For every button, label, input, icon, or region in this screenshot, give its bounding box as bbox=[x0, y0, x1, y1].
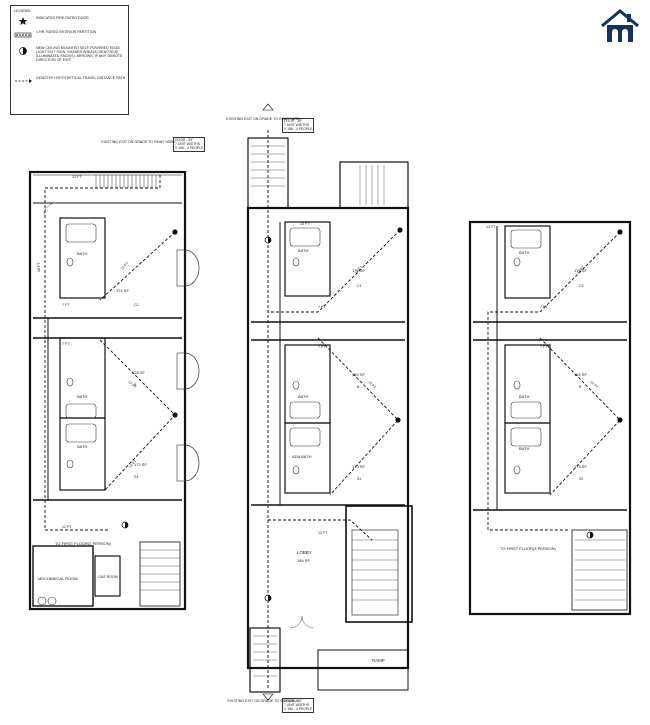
unit-tag: B bbox=[579, 385, 582, 389]
middle-floor-plan: 13 FT 7 FT 12 FT 7 FT 12 FT 12 FT BATH B… bbox=[246, 103, 413, 701]
dim-label: 7 FT bbox=[540, 305, 548, 309]
exit-label-middle-bottom: EXISTING EXIT ON GRADE TO SIDEWALK bbox=[227, 699, 299, 703]
legend-text: INDICATES FIRE RATED DOOR bbox=[36, 16, 89, 20]
dim-label: 12 FT bbox=[318, 531, 328, 535]
room-label: BATH bbox=[77, 251, 87, 256]
area-label: 172 SF bbox=[352, 268, 365, 273]
room-label: BATH bbox=[298, 248, 308, 253]
legend-text: NEW CEILING MOUNTED SELF-POWERED EDGE LI… bbox=[36, 46, 123, 62]
area-label: 169 SF bbox=[352, 372, 365, 377]
dim-label: 7 FT bbox=[318, 345, 326, 349]
legend-text: DENOTES HYPOTHETICAL TRAVEL DISTANCE PAT… bbox=[36, 76, 126, 80]
gas-room-label: GAS ROOM bbox=[98, 575, 118, 579]
legend-item-exit-sign: NEW CEILING MOUNTED SELF-POWERED EDGE LI… bbox=[14, 46, 126, 70]
dim-label: 12 FT bbox=[354, 265, 364, 275]
dim-label: 12 FT bbox=[62, 525, 72, 529]
dim-label: 13 FT bbox=[486, 225, 496, 229]
dim-label: 7 FT bbox=[318, 305, 326, 309]
star-icon bbox=[18, 17, 28, 25]
unit-tag: S1 bbox=[357, 477, 361, 481]
to-first-floor-label: TO FIRST FLOOR(2 PERSON) bbox=[55, 541, 112, 546]
legend-item-fire-door: INDICATES FIRE RATED DOOR bbox=[14, 16, 126, 28]
legend-item-partition: 1 HR. RATED INTERIOR PARTITION bbox=[14, 30, 126, 42]
rated-partition-icon bbox=[14, 32, 32, 38]
legend: LEGEND INDICATES FIRE RATED DOOR 1 HR. R… bbox=[10, 5, 129, 115]
area-label: 172 SF bbox=[574, 268, 587, 273]
dim-label: 12 FT bbox=[367, 380, 377, 390]
legend-title: LEGEND bbox=[14, 8, 31, 13]
area-label: 173 SF bbox=[574, 464, 587, 469]
area-label: 171 SF bbox=[116, 288, 129, 293]
room-label: BATH bbox=[77, 394, 87, 399]
unit-tag: C2 bbox=[579, 284, 584, 288]
legend-text: 1 HR. RATED INTERIOR PARTITION bbox=[36, 30, 97, 34]
exit-label-left-top: EXISTING EXIT ON GRADE TO REAR YARD bbox=[101, 140, 175, 144]
to-first-floor-label: TO FIRST FLOOR(3 PERSON) bbox=[500, 546, 557, 551]
room-label: ADA BATH bbox=[292, 454, 312, 459]
exit-sign-icon bbox=[19, 47, 27, 55]
exit-info-middle-bottom: DOOR - 36" 7 UNIT WIDTHS X 156 - 4 PEOPL… bbox=[282, 698, 315, 714]
exit-info-left-top: DOOR - 35" 7 UNIT WIDTHS X 156 - 4 PEOPL… bbox=[173, 137, 206, 153]
area-label: 173 SF bbox=[352, 464, 365, 469]
dim-label: 7 FT bbox=[62, 303, 70, 307]
room-label: BATH bbox=[298, 394, 308, 399]
house-logo-icon bbox=[601, 9, 639, 42]
dim-label: 13 FT bbox=[300, 222, 310, 226]
exit-info-middle-top: DOOR - 35" 7 UNIT WIDTHS X 156 - 4 PEOPL… bbox=[282, 118, 315, 134]
unit-tag: C1 bbox=[357, 284, 362, 288]
ramp-label: RAMP bbox=[372, 658, 385, 663]
exit-label-middle-top: EXISTING EXIT ON GRADE TO REAR YARD bbox=[226, 117, 300, 121]
left-floor-plan: 13 FT 18 FT 7 FT 12 FT 7 FT 12 FT 12 FT … bbox=[28, 170, 200, 611]
dim-label: 12 FT bbox=[589, 380, 599, 390]
area-label: 169 SF bbox=[574, 372, 587, 377]
unit-tag: B bbox=[134, 383, 137, 387]
right-floor-plan: 13 FT 7 FT 12 FT 7 FT 12 FT BATH BATH BA… bbox=[468, 220, 632, 616]
dim-label: 12 FT bbox=[127, 380, 137, 390]
room-label: BATH bbox=[519, 446, 529, 451]
room-label: BATH bbox=[519, 250, 529, 255]
dim-label: 12 FT bbox=[120, 261, 130, 271]
dim-label: 18 FT bbox=[37, 262, 41, 272]
dim-label: 13 FT bbox=[72, 175, 82, 179]
room-label: BATH bbox=[519, 394, 529, 399]
dim-label: 12 FT bbox=[128, 459, 138, 469]
unit-tag: S2 bbox=[579, 477, 583, 481]
area-label: 172 SF bbox=[134, 462, 147, 467]
dim-label: 7 FT bbox=[62, 342, 70, 346]
mechanical-room-label: MECHANICAL ROOM bbox=[38, 576, 78, 581]
dim-label: 7 FT bbox=[540, 345, 548, 349]
room-label: BATH bbox=[77, 444, 87, 449]
legend-item-travel-path: DENOTES HYPOTHETICAL TRAVEL DISTANCE PAT… bbox=[14, 76, 126, 88]
unit-tag: C2 bbox=[134, 303, 139, 307]
unit-tag: S4 bbox=[134, 475, 138, 479]
unit-tag: B bbox=[357, 385, 360, 389]
dim-label: 12 FT bbox=[576, 265, 586, 275]
lobby-label: LOBBY bbox=[297, 550, 312, 555]
area-label: 128 SF bbox=[132, 370, 145, 375]
lobby-area-label: 184 SF bbox=[297, 558, 310, 563]
travel-path-icon bbox=[15, 79, 32, 83]
